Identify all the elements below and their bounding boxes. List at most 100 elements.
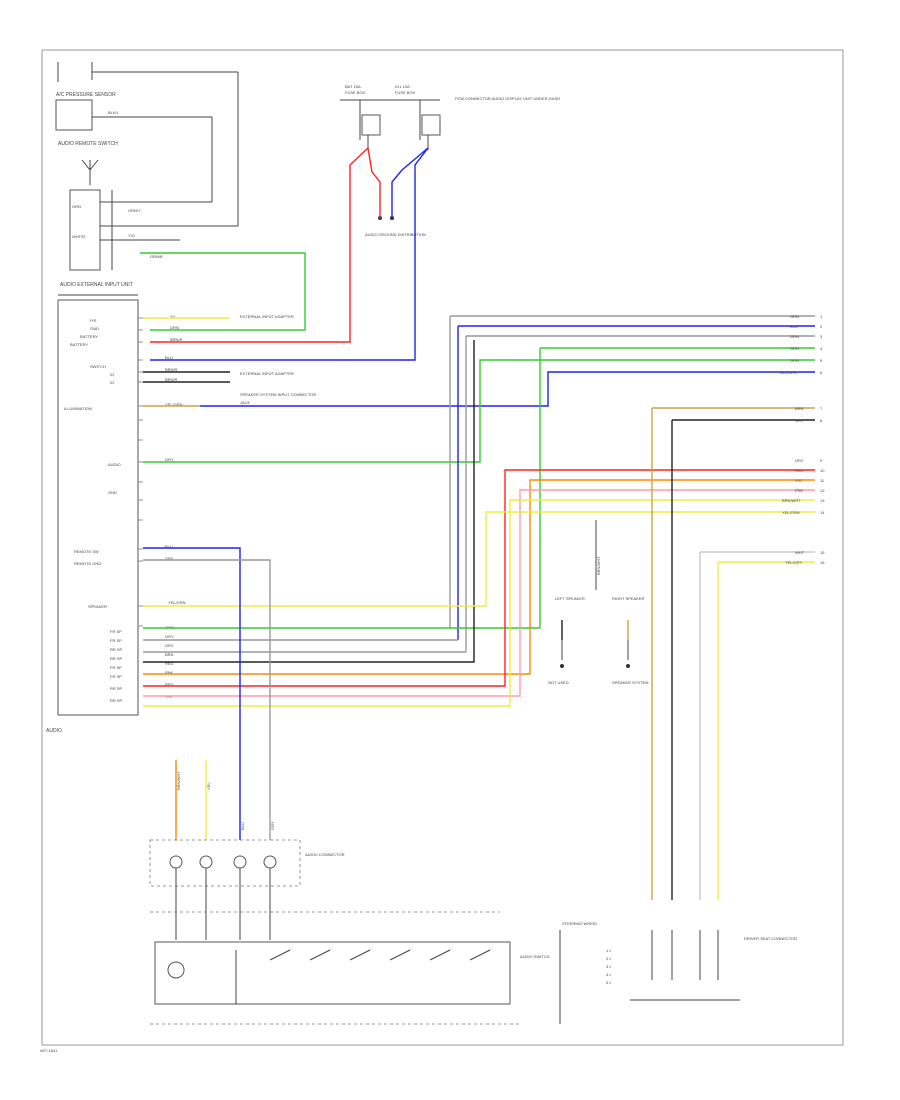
rc-num: 1: [820, 314, 823, 319]
rc-tag: YEL/GRY: [785, 560, 803, 565]
pin-label: SPEAKER: [88, 604, 107, 609]
audio-connector: [149, 839, 301, 887]
rc-tag: GRN: [790, 358, 799, 363]
pin-label: RR SP: [110, 698, 123, 703]
lh-speaker-bottom: NOT USED: [548, 680, 569, 685]
rc-tag: YEL/GRN: [782, 510, 800, 515]
fuse-2-label: IG1 10A: [395, 84, 410, 89]
pin-label: GND: [90, 326, 99, 331]
unit-pin-ticks: [138, 317, 143, 627]
unit-wire-tag: Y/L: [170, 314, 177, 319]
rc-num: 12: [820, 488, 825, 493]
rc-tag: Y/G: [795, 478, 802, 483]
unit-wire-tag: BLU: [165, 355, 173, 360]
unit-bottom-label: AUDIO: [46, 728, 62, 734]
pin-label: RR SP: [110, 656, 123, 661]
rc-num: 13: [820, 498, 825, 503]
rc-num: 4: [820, 346, 823, 351]
audio-remote-switch: [69, 189, 101, 271]
rc-tag: PNK: [795, 488, 804, 493]
rc-tag: GRY: [795, 418, 804, 423]
rc-tag: WHT: [795, 550, 805, 555]
bottom-right-block: DRIVER SEAT CONNECTOR 1 L 2 L 3 L 4 L 5 …: [606, 930, 797, 1001]
pin-label: ILLUMINATION: [64, 406, 92, 411]
steering-wheel-label: STEERING WHEEL: [562, 921, 599, 926]
rh-speaker-label: RIGHT SPEAKER: [612, 596, 644, 601]
unit-wire-tag: GRN: [170, 325, 179, 330]
pin-label: RR SP: [110, 647, 123, 652]
rc-num: 16: [820, 560, 825, 565]
rc-num: 11: [820, 478, 825, 483]
rc-num: 8: [820, 418, 823, 423]
unit-wire-tag: RED: [165, 661, 174, 666]
rc-num: 5: [820, 358, 823, 363]
audio-switch-label: AUDIO SWITCH: [520, 954, 550, 959]
unit-wire-tag: GRY: [165, 643, 174, 648]
unit-title: AUDIO EXTERNAL INPUT UNIT: [60, 282, 133, 288]
unit-wire-tag: BLU: [165, 544, 173, 549]
unit-wire-tag: RED: [165, 682, 174, 687]
right-connector: GRN BLU GRN GRN GRN BLU/WHT 1 2 3 4 5 6 …: [780, 314, 825, 565]
vertical-wire-tag: BRN/WHT: [596, 556, 601, 575]
rc-num: 10: [820, 468, 825, 473]
rc-tag: GRN: [790, 314, 799, 319]
wire-harness: [143, 315, 815, 900]
pin-label: RR SP: [110, 686, 123, 691]
unit-pin-labels: P/S GND BATTERY BATTERY SWITCH IG IG ILL…: [64, 318, 123, 703]
fuse-1-sub: FUSE BOX: [345, 90, 366, 95]
pin-label: GND: [108, 490, 117, 495]
rc-tag: BRN: [795, 406, 804, 411]
sw-pin-b: WHT/R: [72, 234, 85, 239]
fuse-2-sub: FUSE BOX: [395, 90, 416, 95]
pin-label: AUDIO: [108, 462, 121, 467]
rc-num: 9: [820, 458, 823, 463]
cable-tag: BLU: [240, 822, 245, 830]
unit-wire-tag: GRY: [165, 634, 174, 639]
pin-label: FR SP: [110, 638, 122, 643]
rc-tag: GRN: [790, 346, 799, 351]
corner-code: W/T-1841: [40, 1048, 58, 1053]
pin-label: FR SP: [110, 629, 122, 634]
unit-note: SPEAKER SYSTEM INPUT CONNECTOR: [240, 392, 316, 397]
pin-label: IG: [110, 372, 114, 377]
wire-tag-3: GRN/B: [150, 254, 163, 259]
bottom-audio-block: BRN/WHT YEL BLU GRY AUDIO CONNECTOR AUDI…: [149, 760, 599, 1025]
rh-speaker-bottom: SPEAKER SYSTEM: [612, 680, 648, 685]
rc-num: 15: [820, 550, 825, 555]
right-line: 1 L: [606, 948, 612, 953]
lh-speaker-label: LEFT SPEAKER: [555, 596, 585, 601]
rc-tag: RED: [795, 468, 804, 473]
audio-external-input-unit: AUDIO EXTERNAL INPUT UNIT AUDIO P/S GND …: [46, 282, 316, 734]
wire-tag-2: Y/G: [128, 233, 135, 238]
top-left-block: A/C PRESSURE SENSOR BLK/L AUDIO REMOTE S…: [55, 62, 306, 331]
fuse-1-label: BAT 15A: [345, 84, 361, 89]
rc-tag: GRN: [790, 334, 799, 339]
audio-connector-label: AUDIO CONNECTOR: [305, 852, 345, 857]
sw-pin-a: GRN: [72, 204, 81, 209]
pin-label: SWITCH: [90, 364, 106, 369]
pin-label: IG: [110, 380, 114, 385]
rc-tag: BRN/WHT: [782, 498, 801, 503]
rc-num: 14: [820, 510, 825, 515]
pin-label: P/S: [90, 318, 97, 323]
wire-tag-1: GRN/Y: [128, 208, 141, 213]
unit-wire-tag: PNK: [165, 670, 174, 675]
cable-tag: BRN/WHT: [176, 771, 181, 790]
pin-label: FR SP: [110, 674, 122, 679]
speaker-block: LEFT SPEAKER RIGHT SPEAKER NOT USED SPEA…: [548, 520, 648, 685]
pin-label: REMOTE SW: [74, 549, 99, 554]
unit-wire-tag: BRN: [165, 652, 174, 657]
sensor-label: A/C PRESSURE SENSOR: [56, 92, 116, 98]
switch-label: AUDIO REMOTE SWITCH: [58, 141, 118, 147]
unit-wire-tag: GRY: [165, 556, 174, 561]
pin-label: REMOTE GND: [74, 561, 101, 566]
cable-tag: YEL: [206, 782, 211, 790]
unit-note: EXTERNAL INPUT ADAPTER: [240, 314, 294, 319]
unit-wire-tag: BRN/R: [165, 367, 178, 372]
pin-label: BATTERY: [80, 334, 98, 339]
rc-tag: BLU: [790, 324, 798, 329]
unit-wire-tag: GRY: [165, 457, 174, 462]
sensor-wire-tag: BLK/L: [108, 110, 120, 115]
audio-switch: [154, 941, 511, 1005]
